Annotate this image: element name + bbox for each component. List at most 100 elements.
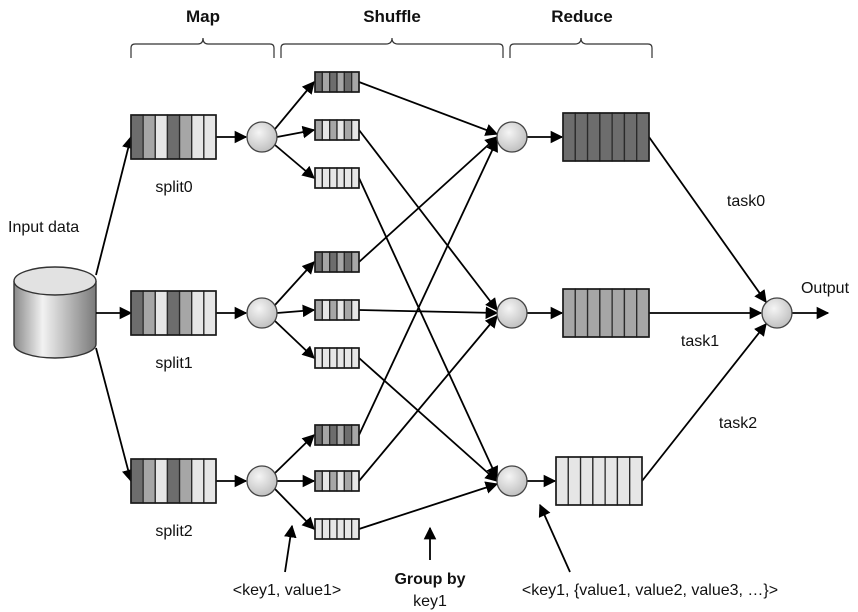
split2-queue-cell <box>203 458 217 504</box>
shuffle-queue-1-2 <box>314 347 360 369</box>
split0-queue-cell <box>130 114 144 160</box>
shuffle-queue-1-1-cell <box>329 299 338 321</box>
split2-queue <box>130 458 217 504</box>
reduce-queue-2-outline <box>555 456 643 506</box>
shuffle-queue-1-1-cell <box>351 299 360 321</box>
shuffle-queue-2-1-cell <box>314 470 323 492</box>
reduce-queue-2-cell <box>616 456 631 506</box>
reduce-queue-0-cell <box>599 112 613 162</box>
shuffle-queue-2-1-cell <box>343 470 353 492</box>
shuffle-queue-0-0-cell <box>343 71 353 93</box>
arrow-map2-q2 <box>274 488 315 530</box>
arrow-input-split0 <box>95 135 135 276</box>
shuffle-queue-2-0-cell <box>351 424 360 446</box>
arrow-map1-q0 <box>274 261 315 306</box>
split0-queue-cell <box>178 114 193 160</box>
shuffle-queue-0-1-cell <box>329 119 338 141</box>
shuffle-queue-2-2-cell <box>343 518 353 540</box>
shuffle-queue-1-1-cell <box>336 299 345 321</box>
shuffle-queue-0-0-cell <box>314 71 323 93</box>
reduce-node-0 <box>496 121 528 153</box>
shuffle-queue-1-0-cell <box>336 251 345 273</box>
task2-label: task2 <box>719 415 757 432</box>
stage-title-map: Map <box>186 7 220 26</box>
split1-queue-cell <box>154 290 169 336</box>
shuffle-queue-0-0-cell <box>321 71 331 93</box>
arrow-shuffle-0-2-reduce2 <box>358 177 498 480</box>
shuffle-queue-2-1-cell <box>321 470 331 492</box>
shuffle-queue-0-2-cell <box>321 167 331 189</box>
reduce-queue-2-cell <box>555 456 569 506</box>
arrow-map0-q1 <box>276 125 316 139</box>
shuffle-queue-0-1-cell <box>314 119 323 141</box>
brace-shuffle <box>280 37 504 58</box>
arrow-map2-q0 <box>274 434 315 474</box>
shuffle-queue-0-0-cell <box>329 71 338 93</box>
reduce-queue-2-cell <box>567 456 582 506</box>
split2-label: split2 <box>155 523 192 540</box>
reduce-queue-0 <box>562 112 650 162</box>
shuffle-queue-0-2-cell <box>329 167 338 189</box>
shuffle-queue-1-1 <box>314 299 360 321</box>
group-by-annotation: Group by <box>394 571 465 588</box>
arrow-map0-q0 <box>274 81 315 130</box>
arrow-input-split2 <box>95 347 135 483</box>
shuffle-queue-1-1-cell <box>321 299 331 321</box>
shuffle-queue-0-1-cell <box>321 119 331 141</box>
shuffle-queue-1-0-outline <box>314 251 360 273</box>
reduce-queue-0-cell <box>574 112 589 162</box>
stage-title-reduce: Reduce <box>551 7 612 26</box>
split2-queue-cell <box>154 458 169 504</box>
shuffle-queue-2-2-cell <box>321 518 331 540</box>
split2-queue-cell <box>130 458 144 504</box>
shuffle-queue-2-0-outline <box>314 424 360 446</box>
split0-queue-cell <box>142 114 156 160</box>
split1-queue-cell <box>178 290 193 336</box>
reduce-queue-1-cell <box>623 288 638 338</box>
split1-queue-outline <box>130 290 217 336</box>
shuffle-queue-2-2-cell <box>329 518 338 540</box>
shuffle-queue-1-2-cell <box>336 347 345 369</box>
split0-queue-outline <box>130 114 217 160</box>
split2-queue-cell <box>191 458 205 504</box>
shuffle-queue-0-2-cell <box>314 167 323 189</box>
shuffle-queue-0-2-cell <box>336 167 345 189</box>
split1-queue <box>130 290 217 336</box>
split0-queue-cell <box>191 114 205 160</box>
arrow-shuffle-0-0-reduce0 <box>358 81 499 136</box>
shuffle-queue-2-2-cell <box>336 518 345 540</box>
brace-reduce <box>509 37 653 58</box>
reduce-queue-1-cell <box>562 288 576 338</box>
nodes-layer <box>246 121 793 497</box>
shuffle-queue-2-1-cell <box>336 470 345 492</box>
split2-queue-cell <box>178 458 193 504</box>
shuffle-queue-2-2-outline <box>314 518 360 540</box>
stage-title-shuffle: Shuffle <box>363 7 421 26</box>
shuffle-queue-1-0-cell <box>329 251 338 273</box>
reduce-queue-2-cell <box>592 456 606 506</box>
map-node-2 <box>246 465 278 497</box>
split0-queue-cell <box>166 114 181 160</box>
reduce-queue-0-cell <box>611 112 626 162</box>
shuffle-queue-0-1-cell <box>336 119 345 141</box>
reduce-queue-1-cell <box>586 288 601 338</box>
shuffle-queue-0-0-cell <box>351 71 360 93</box>
shuffle-queue-1-2-cell <box>314 347 323 369</box>
arrow-shuffle-1-2-reduce2 <box>358 357 498 482</box>
shuffle-queue-2-0-cell <box>343 424 353 446</box>
shuffle-queue-0-2-outline <box>314 167 360 189</box>
shuffle-queue-1-0 <box>314 251 360 273</box>
shuffle-queue-2-0-cell <box>321 424 331 446</box>
reduce-node-1 <box>496 297 528 329</box>
arrow-shuffle-2-1-reduce1 <box>358 315 498 482</box>
arrow-shuffle-1-1-reduce1 <box>358 306 499 320</box>
map-node-0 <box>246 121 278 153</box>
reduce-queue-2-cell <box>629 456 643 506</box>
reduce-queue-1-cell <box>611 288 626 338</box>
queues-layer <box>130 71 650 540</box>
arrow-map0-q2 <box>274 144 315 179</box>
reduce-queue-1-cell <box>636 288 650 338</box>
shuffle-queue-1-0-cell <box>351 251 360 273</box>
